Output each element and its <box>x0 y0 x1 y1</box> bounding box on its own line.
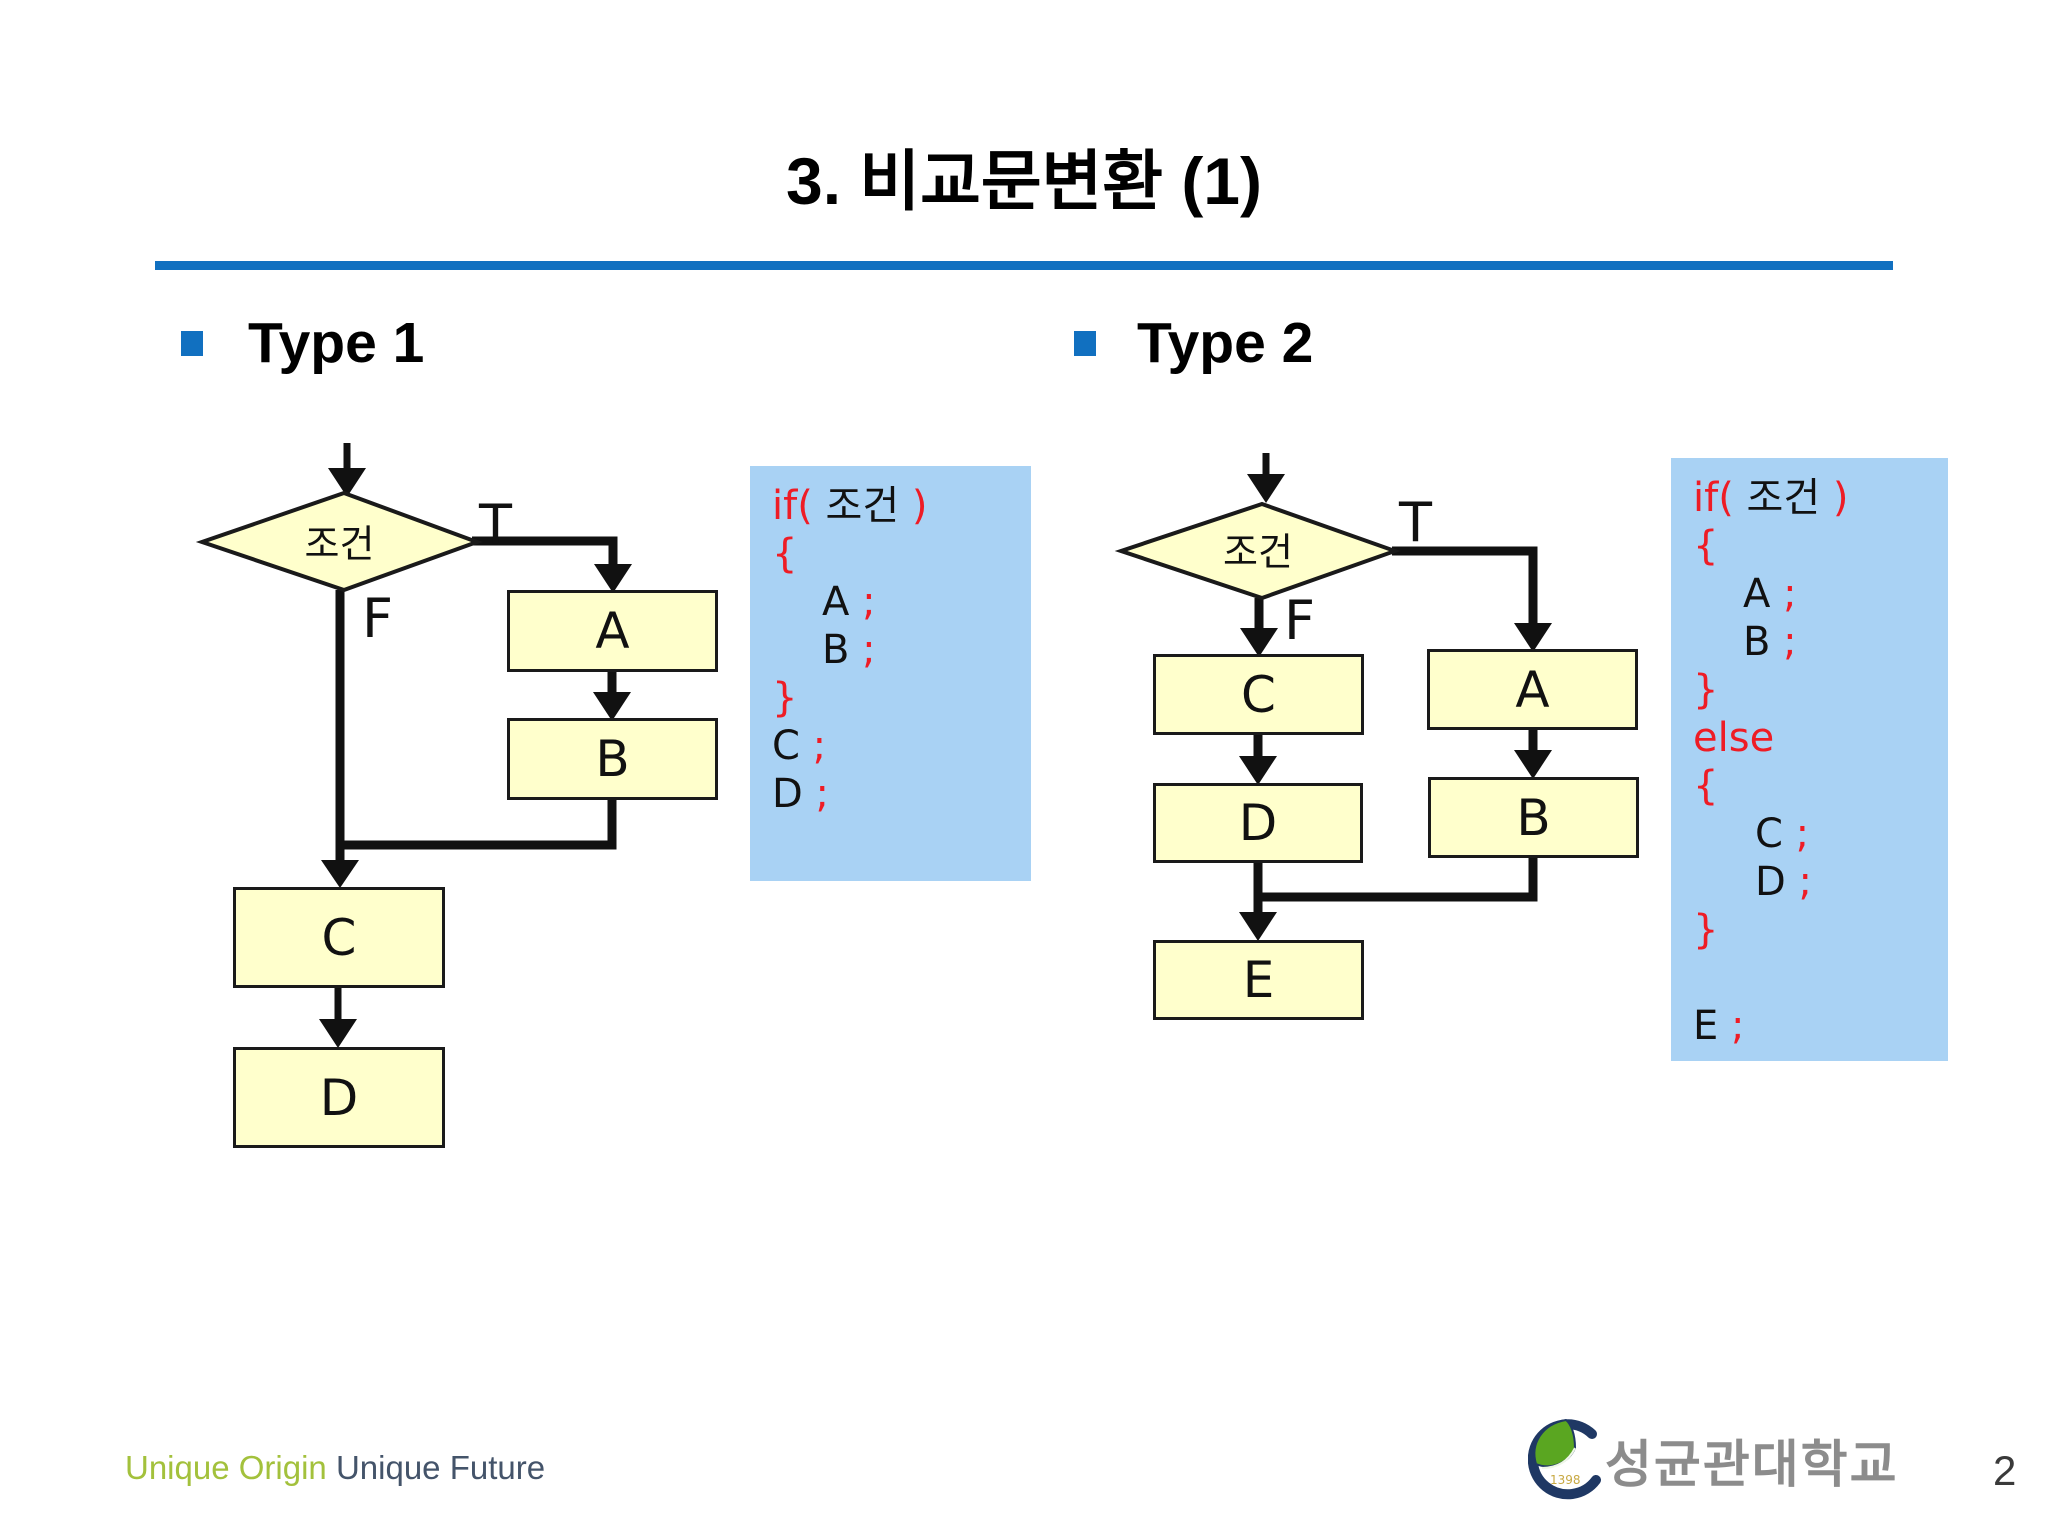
code-line: } <box>1693 667 1719 713</box>
arrowhead <box>1239 756 1277 785</box>
footer-slogan: Unique Origin Unique Future <box>125 1449 546 1486</box>
code-line: B ; <box>822 627 876 673</box>
code-line: D ; <box>1755 859 1812 905</box>
flow2-true-line <box>1392 546 1538 625</box>
arrowhead <box>328 468 366 497</box>
arrowhead <box>319 1019 357 1048</box>
page-number: 2 <box>1993 1447 2017 1494</box>
code-line: if( 조건 ) <box>1693 475 1849 521</box>
code-line: B ; <box>1743 619 1797 665</box>
code-line: C ; <box>772 723 827 769</box>
process-box-a-type1: A <box>507 590 718 672</box>
section-label-type2: Type 2 <box>1137 311 1314 375</box>
arrowhead <box>1239 912 1277 941</box>
logo-year: 1398 <box>1550 1473 1581 1487</box>
false-branch-label-type1: F <box>362 587 394 650</box>
slogan-dark-part: Unique Future <box>335 1449 546 1486</box>
section-type2: Type 2 <box>1074 315 1313 372</box>
process-box-b-type2: B <box>1428 777 1639 858</box>
university-name: 성균관대학교 <box>1605 1436 1899 1493</box>
arrowhead <box>593 692 631 721</box>
code-line: if( 조건 ) <box>772 483 928 529</box>
flow1-merge-line <box>340 799 617 850</box>
process-box-d-type2: D <box>1153 783 1363 863</box>
page-title: 3. 비교문변환 (1) <box>786 144 1262 218</box>
title-underline <box>155 261 1893 270</box>
code-line: } <box>772 675 798 721</box>
code-line: C ; <box>1755 811 1810 857</box>
arrowhead <box>594 564 632 593</box>
code-block-type2: if( 조건 ){A ;B ;}else{C ;D ;} E ; <box>1671 458 1948 1061</box>
code-block-type1: if( 조건 ){ A ;B ;}C ;D ; <box>750 466 1031 881</box>
code-line: D ; <box>772 771 829 817</box>
section-label-type1: Type 1 <box>248 311 425 375</box>
bullet-square-icon <box>1074 331 1096 356</box>
false-branch-label-type2: F <box>1284 589 1316 652</box>
code-line: { <box>772 531 798 577</box>
process-box-a-type2: A <box>1427 649 1638 730</box>
code-line: E ; <box>1693 1003 1745 1049</box>
process-box-d-type1: D <box>233 1047 445 1148</box>
arrowhead <box>1247 474 1285 503</box>
slogan-green-part: Unique Origin <box>125 1449 327 1486</box>
arrowhead <box>1514 750 1552 779</box>
university-logo: 1398 <box>1527 1414 1604 1514</box>
condition-label-type2: 조건 <box>1223 530 1293 574</box>
process-box-c-type2: C <box>1153 654 1364 735</box>
decision-diamond-type2 <box>1114 501 1402 601</box>
code-line: A ; <box>822 579 876 625</box>
condition-label-type1: 조건 <box>304 522 375 566</box>
true-branch-label-type2: T <box>1399 491 1432 554</box>
process-box-b-type1: B <box>507 718 718 800</box>
ginkgo-logo-icon: 1398 <box>1527 1418 1601 1500</box>
process-box-e-type2: E <box>1153 940 1364 1020</box>
code-line: } <box>1693 907 1719 953</box>
arrowhead <box>321 860 359 888</box>
bullet-square-icon <box>181 331 203 356</box>
code-line <box>1693 954 1938 1002</box>
true-branch-label-type1: T <box>479 493 512 556</box>
code-line: { <box>1693 763 1719 809</box>
flow2-merge-line <box>1258 858 1538 902</box>
section-type1: Type 1 <box>181 315 424 372</box>
code-line: { <box>1693 523 1719 569</box>
code-line: else <box>1693 715 1775 761</box>
arrowhead <box>1514 623 1552 652</box>
code-line: A ; <box>1743 571 1797 617</box>
decision-diamond-type1 <box>195 490 483 593</box>
flow1-true-line <box>472 536 618 566</box>
arrowhead <box>1240 628 1278 657</box>
process-box-c-type1: C <box>233 887 445 988</box>
